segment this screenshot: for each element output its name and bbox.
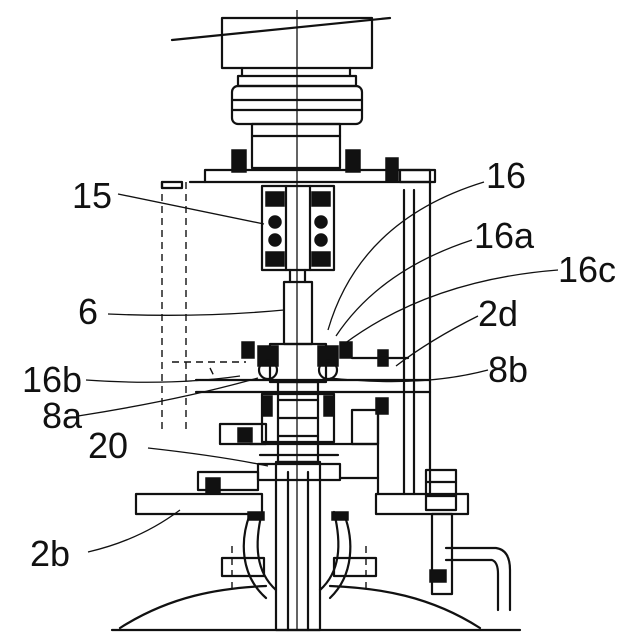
leader-6 [108,310,284,315]
leader-8a [78,378,258,416]
leader-16b [86,376,240,382]
leader-15 [118,194,264,224]
label-16a: 16a [474,215,535,256]
bearing-housing [262,186,334,270]
coupling-assembly [196,342,430,392]
lower-collar [220,394,388,455]
label-8a: 8a [42,395,83,436]
side-frame [162,182,430,494]
central-shaft [270,10,326,630]
label-2b: 2b [30,533,70,574]
label-16c: 16c [558,249,616,290]
tank-dome [112,512,520,630]
label-8b: 8b [488,349,528,390]
leader-16c [344,270,558,344]
top-mounting-plate [162,150,435,188]
label-15: 15 [72,175,112,216]
label-16b: 16b [22,359,82,400]
label-6: 6 [78,291,98,332]
leader-20 [148,448,268,466]
motor-housing [172,18,390,168]
label-20: 20 [88,425,128,466]
label-16: 16 [486,155,526,196]
label-2d: 2d [478,293,518,334]
leader-2b [88,510,180,552]
